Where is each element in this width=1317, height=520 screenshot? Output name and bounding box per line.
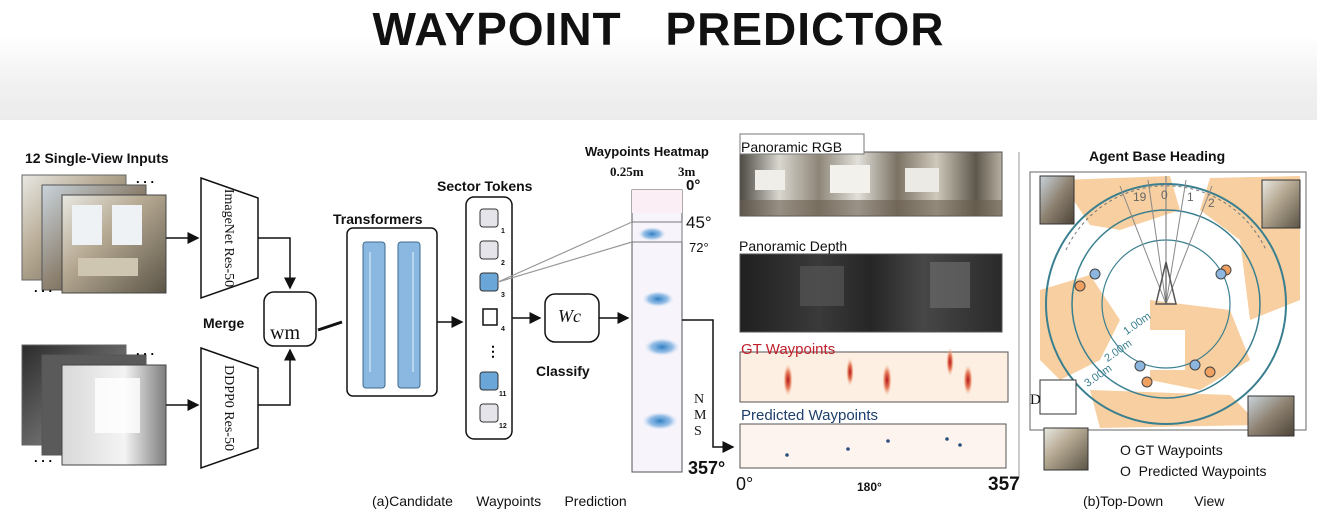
legend-pred: O Predicted Waypoints xyxy=(1120,463,1267,479)
panoramic-rgb-label: Panoramic RGB xyxy=(741,139,843,155)
x-axis-end: 357 xyxy=(988,474,1020,495)
token-index: 11 xyxy=(499,391,507,398)
pred-waypoint-marker xyxy=(1089,268,1101,280)
rgb-encoder xyxy=(200,176,259,300)
heatmap-angle-72: 72° xyxy=(689,240,709,255)
classify-label: Classify xyxy=(536,363,590,379)
token-index: 3 xyxy=(501,292,505,299)
rgb-encoder-label: ImageNet Res-50 xyxy=(221,188,236,288)
sector-tick: 0 xyxy=(1161,188,1168,202)
sector-token-4 xyxy=(482,308,498,326)
panoramic-depth-label: Panoramic Depth xyxy=(739,238,848,254)
depth-encoder-label: DDPP0 Res-50 xyxy=(221,365,236,451)
token-index: 12 xyxy=(499,423,507,430)
depth-encoder xyxy=(200,346,259,470)
heatmap-title: Waypoints Heatmap xyxy=(585,144,709,159)
pred-waypoint-marker xyxy=(1215,268,1227,280)
classifier-label: Wc xyxy=(558,306,581,326)
caption-a: (a)Candidate Waypoints Prediction xyxy=(372,493,627,509)
topdown-d-label: D xyxy=(1030,392,1041,408)
sector-tick: 1 xyxy=(1187,190,1194,204)
caption-b: (b)Top-Down View xyxy=(1083,493,1225,509)
depth-view-stack: . . . . . . xyxy=(21,343,167,466)
svg-text:. . .: . . . xyxy=(136,171,154,186)
token-index: 1 xyxy=(501,228,505,235)
sector-tick: 2 xyxy=(1208,196,1215,210)
sector-token-3 xyxy=(479,272,499,292)
gt-waypoints-label: GT Waypoints xyxy=(741,341,836,358)
topdown-map xyxy=(1029,171,1307,471)
heatmap-peak xyxy=(638,227,666,241)
sector-token-11 xyxy=(479,371,499,391)
sector-token-12 xyxy=(479,403,499,423)
heatmap-peak xyxy=(642,291,674,307)
pred-waypoint-marker xyxy=(1189,359,1201,371)
sector-tokens-label: Sector Tokens xyxy=(437,178,533,194)
heatmap-peak xyxy=(644,338,680,356)
merge-label: Merge xyxy=(203,315,245,331)
svg-text:. . .: . . . xyxy=(34,450,52,465)
transformer-layer-2 xyxy=(397,241,421,389)
sector-tick: 19 xyxy=(1133,190,1147,204)
legend-gt: O GT Waypoints xyxy=(1120,442,1223,458)
sector-token-2 xyxy=(479,240,499,260)
topdown-title: Agent Base Heading xyxy=(1089,148,1226,164)
heatmap-angle-0: 0° xyxy=(686,177,701,194)
token-ellipsis: ⋮ xyxy=(486,343,500,359)
transformers-box xyxy=(346,227,438,397)
heatmap-dist-far: 3m xyxy=(678,164,696,179)
transformer-layer-1 xyxy=(362,241,386,389)
token-index: 2 xyxy=(501,260,505,267)
rgb-view-stack: . . . . . . xyxy=(21,171,167,295)
page-title: WAYPOINT PREDICTOR xyxy=(372,3,945,55)
sector-token-1 xyxy=(479,208,499,228)
merge-box-label: wm xyxy=(270,322,300,344)
heatmap-angle-45: 45° xyxy=(686,213,712,232)
heatmap-peak xyxy=(642,412,678,430)
predicted-waypoints-label: Predicted Waypoints xyxy=(741,407,879,424)
transformers-label: Transformers xyxy=(333,211,423,227)
svg-text:. . .: . . . xyxy=(34,280,52,295)
nms-label: N M S xyxy=(694,392,707,439)
gt-waypoint-marker xyxy=(1141,376,1153,388)
heatmap-dist-near: 0.25m xyxy=(610,164,644,179)
token-index: 4 xyxy=(501,326,505,333)
gt-waypoint-marker xyxy=(1074,280,1086,292)
gt-waypoint-marker xyxy=(1204,366,1216,378)
x-axis-mid: 180° xyxy=(857,480,882,494)
x-axis-start: 0° xyxy=(736,474,754,494)
predicted-waypoints-strip xyxy=(739,423,1007,469)
inputs-label: 12 Single-View Inputs xyxy=(25,150,169,166)
title-band xyxy=(0,0,1317,120)
merge-box xyxy=(263,291,317,347)
svg-text:. . .: . . . xyxy=(136,343,154,358)
pred-waypoint-marker xyxy=(1134,360,1146,372)
heatmap-angle-357: 357° xyxy=(688,458,726,478)
